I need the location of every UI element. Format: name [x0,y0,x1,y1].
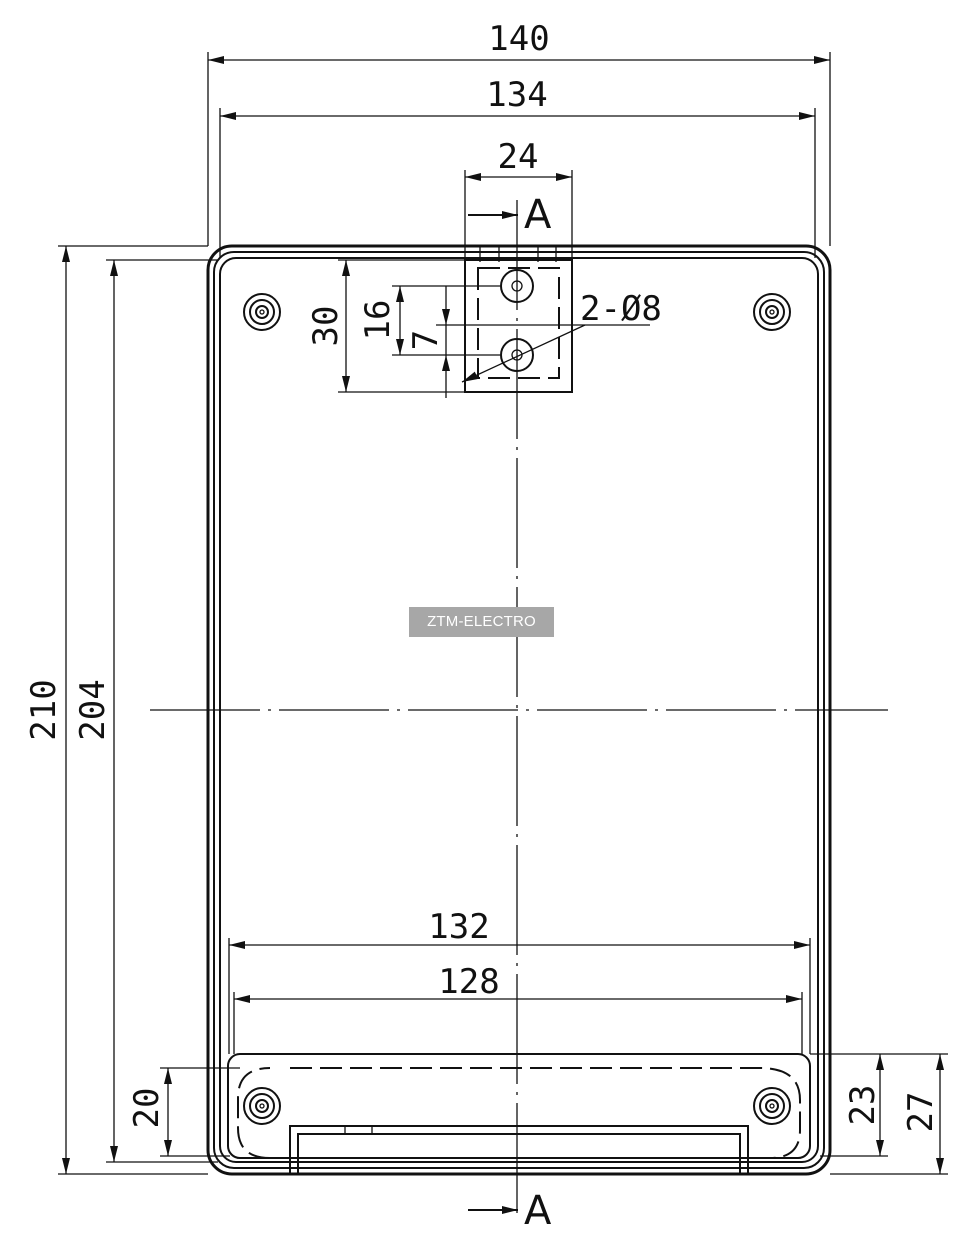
top-slot [464,246,573,393]
dim-inner-width: 134 [219,75,816,258]
dim-slot-height: 30 [306,259,465,393]
screw-boss-bottom-right [753,1087,791,1125]
dim-bottom-band-right-outer: 27 [830,1053,948,1175]
watermark-badge: ZTM-ELECTRO [409,607,554,637]
callout-holes: 2-Ø8 [461,289,662,383]
dim-132-label: 132 [428,907,489,947]
section-top-label: A [524,192,552,238]
bottom-band [227,1053,811,1174]
dim-bottom-band-right-inner: 23 [810,1053,888,1157]
top-hole-1 [500,269,534,303]
dim-bottom-width-inner: 128 [233,962,803,1054]
dim-bottom-width-outer: 132 [228,907,811,1054]
dim-16-label: 16 [358,300,398,341]
dim-140-label: 140 [488,19,549,59]
screw-boss-bottom-left [243,1087,281,1125]
section-marker-bottom: A [468,1188,552,1234]
dim-hole-offset: 7 [406,286,650,398]
callout-2-phi-8-label: 2-Ø8 [580,289,662,329]
dim-128-label: 128 [438,962,499,1002]
dim-overall-height: 210 [24,245,208,1175]
dim-slot-width: 24 [464,137,573,246]
section-bottom-label: A [524,1188,552,1234]
dim-bottom-band-left: 20 [127,1067,240,1157]
dim-134-label: 134 [486,75,547,115]
dim-hole-span: 16 [358,285,500,356]
screw-boss-top-left [243,293,281,331]
dim-27-label: 27 [901,1092,941,1133]
dim-20-label: 20 [127,1088,167,1129]
section-marker-top: A [468,192,552,238]
dim-7-label: 7 [406,330,446,350]
screw-boss-top-right [753,293,791,331]
top-hole-2 [500,338,534,372]
dim-204-label: 204 [73,679,113,740]
dim-overall-width: 140 [207,19,831,246]
screw-bosses [243,293,791,1125]
dim-210-label: 210 [24,679,64,740]
dim-24-label: 24 [498,137,539,177]
dim-inner-height: 204 [73,259,218,1163]
dim-30-label: 30 [306,306,346,347]
dim-23-label: 23 [843,1085,883,1126]
